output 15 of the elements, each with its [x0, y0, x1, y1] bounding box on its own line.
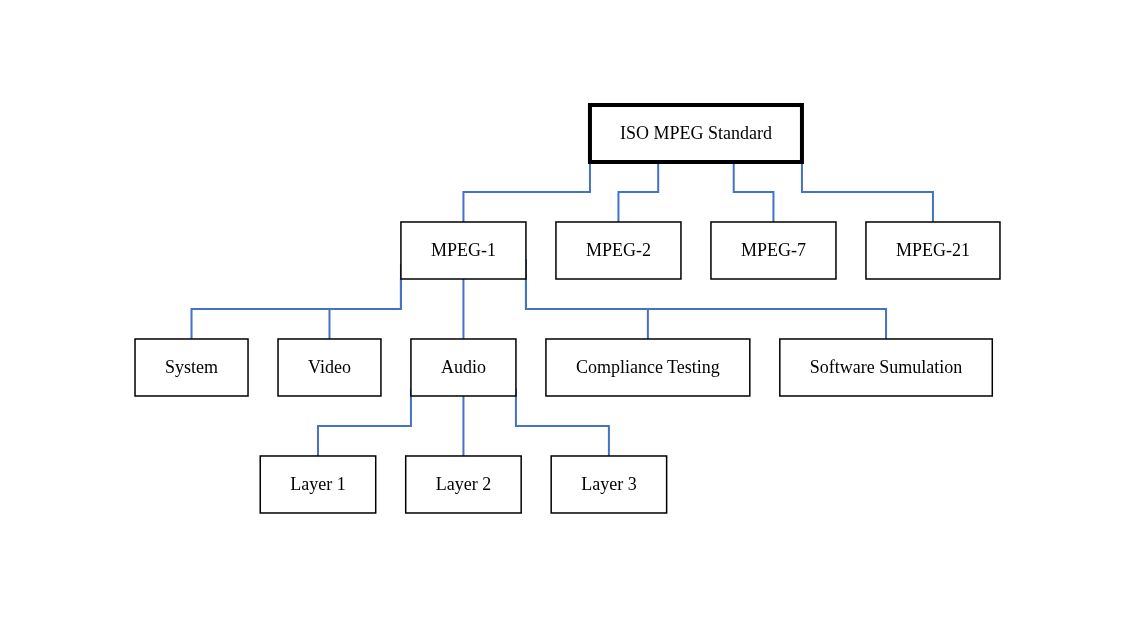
node-box: ISO MPEG Standard [587, 102, 804, 164]
node-box: Layer 3 [550, 454, 668, 514]
node-box: MPEG-1 [400, 220, 527, 280]
node-box: MPEG-21 [865, 220, 1001, 280]
node-box: System [134, 337, 249, 397]
connector [462, 394, 465, 457]
node-box: MPEG-2 [555, 220, 682, 280]
node-box: MPEG-7 [710, 220, 837, 280]
node-box: Software Sumulation [779, 337, 994, 397]
node-box: Video [277, 337, 382, 397]
connector [462, 277, 465, 340]
node-box: Compliance Testing [545, 337, 751, 397]
node-box: Layer 2 [404, 454, 522, 514]
node-box: Layer 1 [259, 454, 377, 514]
node-box: Audio [410, 337, 517, 397]
